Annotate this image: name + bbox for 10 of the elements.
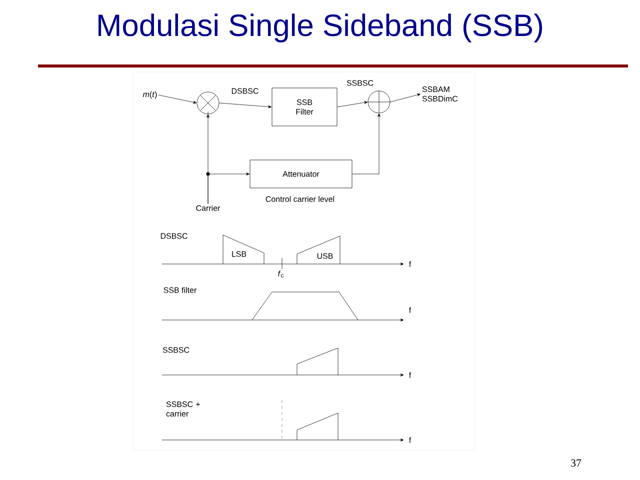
arrow — [352, 113, 380, 174]
title: Modulasi Single Sideband (SSB) — [98, 14, 542, 42]
page-number: 37 — [571, 459, 582, 467]
arrow — [208, 172, 250, 204]
arrow — [390, 93, 421, 102]
arrow — [158, 94, 197, 104]
summer-symbol — [368, 90, 390, 114]
arrow — [337, 101, 368, 108]
arrow — [219, 102, 272, 108]
mixer-symbol — [196, 92, 220, 114]
